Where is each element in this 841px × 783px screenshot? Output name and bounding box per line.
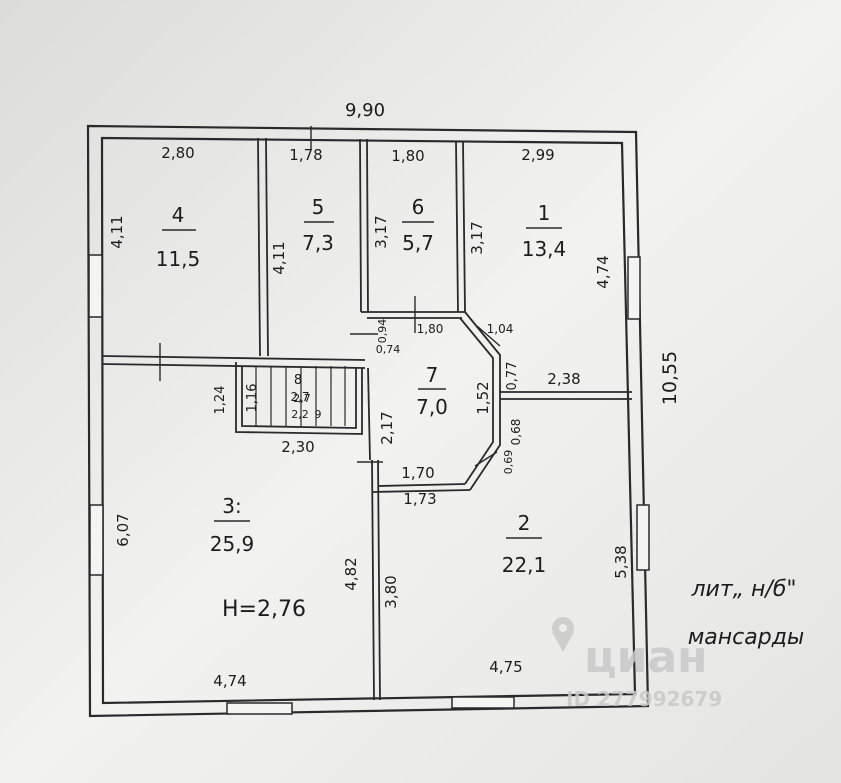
- dim-room1-width: 2,99: [521, 146, 554, 164]
- dim-hall-diag-low-b: 0,69: [502, 450, 515, 475]
- room-2-area: 22,1: [502, 553, 547, 577]
- window-left-top: [88, 254, 103, 318]
- dim-room6-height: 3,17: [372, 215, 390, 248]
- location-pin-icon: [552, 617, 574, 652]
- dim-hall-a: 0,94: [376, 319, 389, 344]
- room-1-number: 1: [538, 201, 551, 225]
- room-6-number: 6: [412, 195, 425, 219]
- window-right-top: [627, 256, 641, 320]
- window-right-bottom: [636, 504, 650, 571]
- dim-hall-b: 0,74: [376, 343, 401, 356]
- dim-room2-bottom: 4,75: [489, 658, 522, 676]
- window-bottom-right: [451, 696, 515, 709]
- dim-room2-right: 5,38: [612, 545, 630, 578]
- watermark-id: ID 277992679: [566, 687, 722, 711]
- stair-treads: [255, 366, 346, 426]
- interior-walls: [101, 137, 632, 701]
- dim-hall-left: 2,17: [378, 411, 396, 444]
- ceiling-height-note: H=2,76: [222, 597, 306, 622]
- door-marks: [159, 126, 501, 467]
- dim-stair-a: 1,16: [245, 384, 260, 413]
- dim-room2-left: 3,80: [382, 575, 400, 608]
- dim-partition: 2,38: [547, 370, 580, 388]
- room-4-area: 11,5: [156, 247, 201, 271]
- stair-dim-a: 2,7: [293, 392, 311, 405]
- caption-line-1: лит„ н/б": [690, 577, 796, 602]
- room-5-number: 5: [312, 195, 325, 219]
- dim-hall-bottom: 1,73: [403, 490, 436, 508]
- dimension-labels: 2,80 1,78 1,80 2,99 4,11 4,11 3,17 3,17 …: [108, 144, 630, 690]
- window-bottom-left: [226, 702, 293, 715]
- dim-room5-height: 4,11: [270, 241, 288, 274]
- dim-hall-diag: 1,04: [487, 322, 514, 336]
- room-3-number: 3:: [222, 494, 241, 518]
- caption-line-2: мансарды: [688, 625, 805, 650]
- room-4-number: 4: [172, 203, 185, 227]
- window-left-bottom: [89, 504, 104, 576]
- dim-hall-right: 1,52: [474, 381, 492, 414]
- dim-stair-b: 1,24: [213, 386, 228, 415]
- room-3-area: 25,9: [210, 532, 255, 556]
- room-8-area: 2,7: [290, 390, 309, 404]
- overall-width-label: 9,90: [345, 100, 385, 121]
- dim-room6-width: 1,80: [391, 147, 424, 165]
- stair-dim-c: 9: [315, 408, 322, 421]
- stair-dim-b: 2,2: [291, 408, 309, 421]
- watermark: циан ID 277992679: [552, 617, 722, 711]
- windows: [88, 254, 650, 715]
- dim-room3-right: 4,82: [342, 557, 360, 590]
- stair-dims: 2,7 2,2 9: [291, 392, 321, 421]
- dim-hall-diag-low: 0,68: [509, 419, 523, 446]
- dim-room3-left: 6,07: [114, 513, 132, 546]
- dim-room1-height-left: 3,17: [468, 221, 486, 254]
- room-1-area: 13,4: [522, 237, 567, 261]
- dim-hall-top: 1,80: [417, 322, 444, 336]
- dim-stair-width: 2,30: [281, 438, 314, 456]
- room-6-area: 5,7: [402, 231, 434, 255]
- dim-room5-width: 1,78: [289, 146, 322, 164]
- room-2-number: 2: [518, 511, 531, 535]
- dim-room3-bottom: 4,74: [213, 672, 246, 690]
- room-5-area: 7,3: [302, 231, 334, 255]
- room-labels: 4 11,5 5 7,3 6 5,7 1 13,4 7 7,0 8 2,7 3:…: [156, 195, 567, 577]
- dim-room4-height: 4,11: [108, 215, 126, 248]
- room-7-area: 7,0: [416, 395, 448, 419]
- room-7-number: 7: [426, 363, 439, 387]
- room-8-number: 8: [294, 373, 302, 388]
- dim-hall-small: 0,77: [505, 362, 520, 391]
- dim-hall-bottom-inner: 1,70: [401, 464, 434, 482]
- dim-room4-width: 2,80: [161, 144, 194, 162]
- watermark-brand: циан: [584, 632, 708, 683]
- overall-height-label: 10,55: [659, 351, 681, 405]
- dim-room1-height-right: 4,74: [594, 255, 612, 288]
